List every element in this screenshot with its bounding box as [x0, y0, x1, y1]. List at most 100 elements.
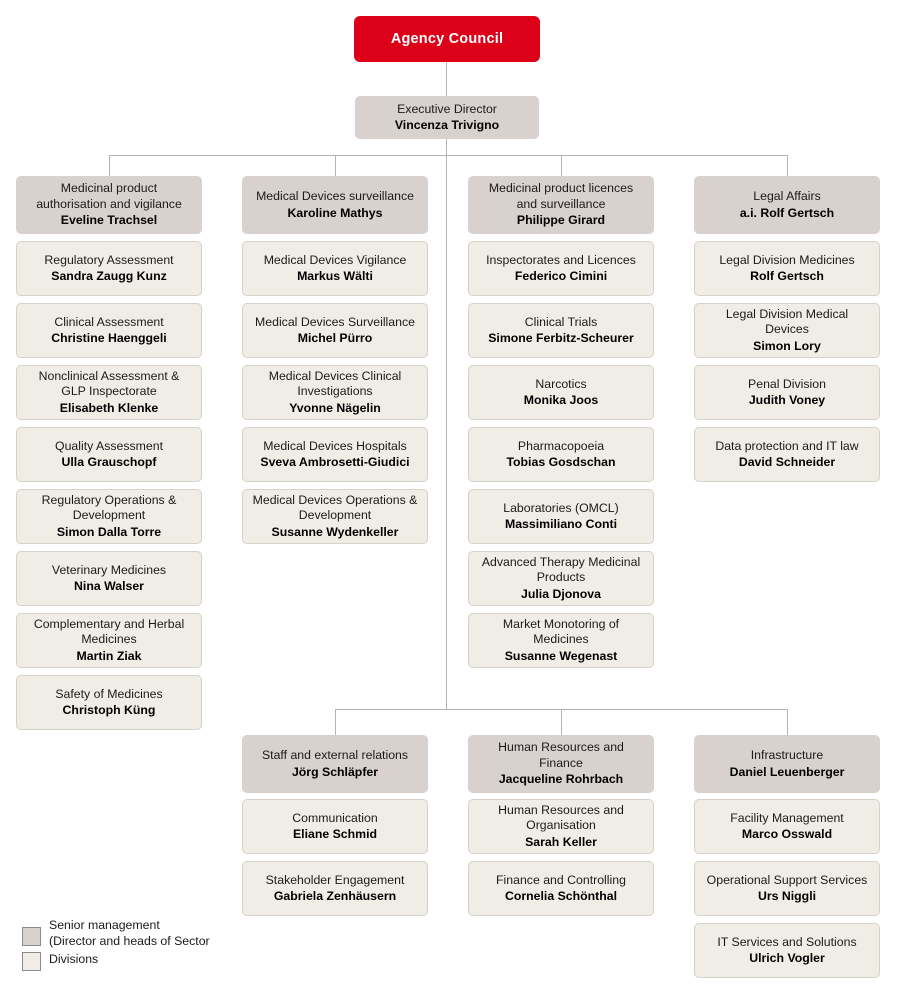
node-division-laboratories-omcl[interactable]: Laboratories (OMCL) Massimiliano Conti	[468, 489, 654, 544]
node-division-operational-support-services[interactable]: Operational Support Services Urs Niggli	[694, 861, 880, 916]
node-unit-label: Medical Devices surveillance	[256, 189, 414, 204]
node-unit-label: Data protection and IT law	[715, 438, 859, 453]
connector-drop-col4	[787, 155, 788, 176]
node-division-clinical-assessment[interactable]: Clinical Assessment Christine Haenggeli	[16, 303, 202, 358]
node-division-advanced-therapy-medicinal-products[interactable]: Advanced Therapy Medicinal Products Juli…	[468, 551, 654, 606]
node-division-penal-division[interactable]: Penal Division Judith Voney	[694, 365, 880, 420]
legend-item-divisions: Divisions	[22, 951, 262, 971]
node-sector-legal-affairs[interactable]: Legal Affairs a.i. Rolf Gertsch	[694, 176, 880, 234]
node-unit-label: Operational Support Services	[706, 872, 868, 887]
node-person-label: Susanne Wegenast	[504, 648, 618, 663]
node-unit-label: Facility Management	[730, 810, 844, 825]
connector-drop-col2	[335, 155, 336, 176]
node-division-narcotics[interactable]: Narcotics Monika Joos	[468, 365, 654, 420]
node-division-nonclinical-assessment-glp[interactable]: Nonclinical Assessment & GLP Inspectorat…	[16, 365, 202, 420]
node-unit-label: Penal Division	[748, 376, 826, 391]
legend-swatch-divisions-icon	[22, 951, 41, 971]
node-unit-label: Medical Devices Clinical Investigations	[268, 368, 402, 399]
node-person-label: Christine Haenggeli	[51, 331, 167, 345]
node-division-medical-devices-operations-development[interactable]: Medical Devices Operations & Development…	[242, 489, 428, 544]
node-unit-label: Inspectorates and Licences	[486, 252, 636, 267]
legend-label-divisions: Divisions	[49, 951, 99, 966]
node-unit-label: Executive Director	[397, 101, 497, 116]
node-division-medical-devices-hospitals[interactable]: Medical Devices Hospitals Sveva Ambroset…	[242, 427, 428, 482]
node-division-facility-management[interactable]: Facility Management Marco Osswald	[694, 799, 880, 854]
node-division-data-protection-and-it-law[interactable]: Data protection and IT law David Schneid…	[694, 427, 880, 482]
node-division-finance-and-controlling[interactable]: Finance and Controlling Cornelia Schönth…	[468, 861, 654, 916]
legend-swatch-senior-icon	[22, 927, 41, 946]
node-person-label: Gabriela Zenhäusern	[273, 889, 397, 903]
node-unit-label: Clinical Assessment	[54, 314, 164, 329]
node-unit-label: Stakeholder Engagement	[265, 872, 405, 887]
node-person-label: David Schneider	[738, 455, 836, 469]
node-division-medical-devices-vigilance[interactable]: Medical Devices Vigilance Markus Wälti	[242, 241, 428, 296]
node-unit-label: Human Resources and Finance	[498, 740, 624, 770]
node-unit-label: Complementary and Herbal Medicines	[33, 616, 185, 647]
node-unit-label: Medicinal product authorisation and vigi…	[36, 181, 182, 211]
node-division-human-resources-and-organisation[interactable]: Human Resources and Organisation Sarah K…	[468, 799, 654, 854]
node-unit-label: Agency Council	[390, 30, 504, 47]
node-sector-medicinal-product-authorisation[interactable]: Medicinal product authorisation and vigi…	[16, 176, 202, 234]
node-division-safety-of-medicines[interactable]: Safety of Medicines Christoph Küng	[16, 675, 202, 730]
node-division-medical-devices-surveillance[interactable]: Medical Devices Surveillance Michel Pürr…	[242, 303, 428, 358]
node-division-inspectorates-and-licences[interactable]: Inspectorates and Licences Federico Cimi…	[468, 241, 654, 296]
node-unit-label: Legal Affairs	[753, 189, 821, 204]
node-unit-label: Laboratories (OMCL)	[503, 500, 619, 515]
node-unit-label: Market Monotoring of Medicines	[502, 616, 620, 647]
node-division-regulatory-operations-development[interactable]: Regulatory Operations & Development Simo…	[16, 489, 202, 544]
node-unit-label: Medical Devices Hospitals	[263, 438, 407, 453]
node-division-quality-assessment[interactable]: Quality Assessment Ulla Grauschopf	[16, 427, 202, 482]
node-unit-label: Human Resources and Organisation	[498, 802, 624, 833]
node-person-label: Rolf Gertsch	[750, 269, 824, 283]
node-sector-staff-and-external-relations[interactable]: Staff and external relations Jörg Schläp…	[242, 735, 428, 793]
node-person-label: Jacqueline Rohrbach	[498, 772, 624, 787]
node-person-label: Markus Wälti	[297, 269, 373, 283]
node-person-label: Monika Joos	[523, 393, 599, 407]
node-division-veterinary-medicines[interactable]: Veterinary Medicines Nina Walser	[16, 551, 202, 606]
node-person-label: Nina Walser	[74, 579, 144, 593]
node-unit-label: Regulatory Operations & Development	[41, 492, 177, 523]
node-unit-label: Pharmacopoeia	[517, 438, 605, 453]
node-person-label: Elisabeth Klenke	[59, 400, 159, 415]
node-division-pharmacopoeia[interactable]: Pharmacopoeia Tobias Gosdschan	[468, 427, 654, 482]
node-division-legal-division-medical-devices[interactable]: Legal Division Medical Devices Simon Lor…	[694, 303, 880, 358]
node-agency-council[interactable]: Agency Council	[354, 16, 540, 62]
connector-drop-col5	[335, 709, 336, 735]
node-sector-medicinal-product-licences[interactable]: Medicinal product licences and surveilla…	[468, 176, 654, 234]
node-unit-label: Infrastructure	[750, 748, 824, 763]
node-division-regulatory-assessment[interactable]: Regulatory Assessment Sandra Zaugg Kunz	[16, 241, 202, 296]
node-person-label: Ulrich Vogler	[749, 951, 825, 965]
node-unit-label: Quality Assessment	[55, 438, 163, 453]
node-division-clinical-trials[interactable]: Clinical Trials Simone Ferbitz-Scheurer	[468, 303, 654, 358]
node-sector-infrastructure[interactable]: Infrastructure Daniel Leuenberger	[694, 735, 880, 793]
node-division-complementary-herbal-medicines[interactable]: Complementary and Herbal Medicines Marti…	[16, 613, 202, 668]
node-unit-label: Staff and external relations	[261, 748, 409, 763]
node-division-market-monitoring-of-medicines[interactable]: Market Monotoring of Medicines Susanne W…	[468, 613, 654, 668]
legend-label-senior-management: Senior management (Director and heads of…	[49, 918, 210, 948]
connector-drop-col1	[109, 155, 110, 176]
legend: Senior management (Director and heads of…	[22, 918, 262, 973]
node-person-label: Eliane Schmid	[292, 827, 378, 841]
node-unit-label: Communication	[292, 810, 378, 825]
node-person-label: Simon Lory	[753, 338, 821, 353]
node-person-label: Daniel Leuenberger	[729, 764, 845, 779]
connector-drop-col3	[561, 155, 562, 176]
node-division-stakeholder-engagement[interactable]: Stakeholder Engagement Gabriela Zenhäuse…	[242, 861, 428, 916]
node-division-it-services-and-solutions[interactable]: IT Services and Solutions Ulrich Vogler	[694, 923, 880, 978]
node-unit-label: IT Services and Solutions	[717, 934, 857, 949]
node-unit-label: Finance and Controlling	[496, 872, 626, 887]
node-person-label: Philippe Girard	[516, 213, 606, 228]
node-sector-human-resources-and-finance[interactable]: Human Resources and Finance Jacqueline R…	[468, 735, 654, 793]
node-person-label: Yvonne Nägelin	[289, 400, 381, 415]
node-executive-director[interactable]: Executive Director Vincenza Trivigno	[355, 96, 539, 139]
node-person-label: Judith Voney	[748, 393, 826, 407]
node-division-legal-division-medicines[interactable]: Legal Division Medicines Rolf Gertsch	[694, 241, 880, 296]
node-person-label: Tobias Gosdschan	[506, 455, 616, 469]
node-division-medical-devices-clinical-investigations[interactable]: Medical Devices Clinical Investigations …	[242, 365, 428, 420]
node-unit-label: Nonclinical Assessment & GLP Inspectorat…	[38, 368, 180, 399]
node-division-communication[interactable]: Communication Eliane Schmid	[242, 799, 428, 854]
node-sector-medical-devices-surveillance[interactable]: Medical Devices surveillance Karoline Ma…	[242, 176, 428, 234]
connector-director-trunk	[446, 139, 447, 709]
node-person-label: Cornelia Schönthal	[504, 889, 618, 903]
node-person-label: Sveva Ambrosetti-Giudici	[260, 455, 410, 469]
